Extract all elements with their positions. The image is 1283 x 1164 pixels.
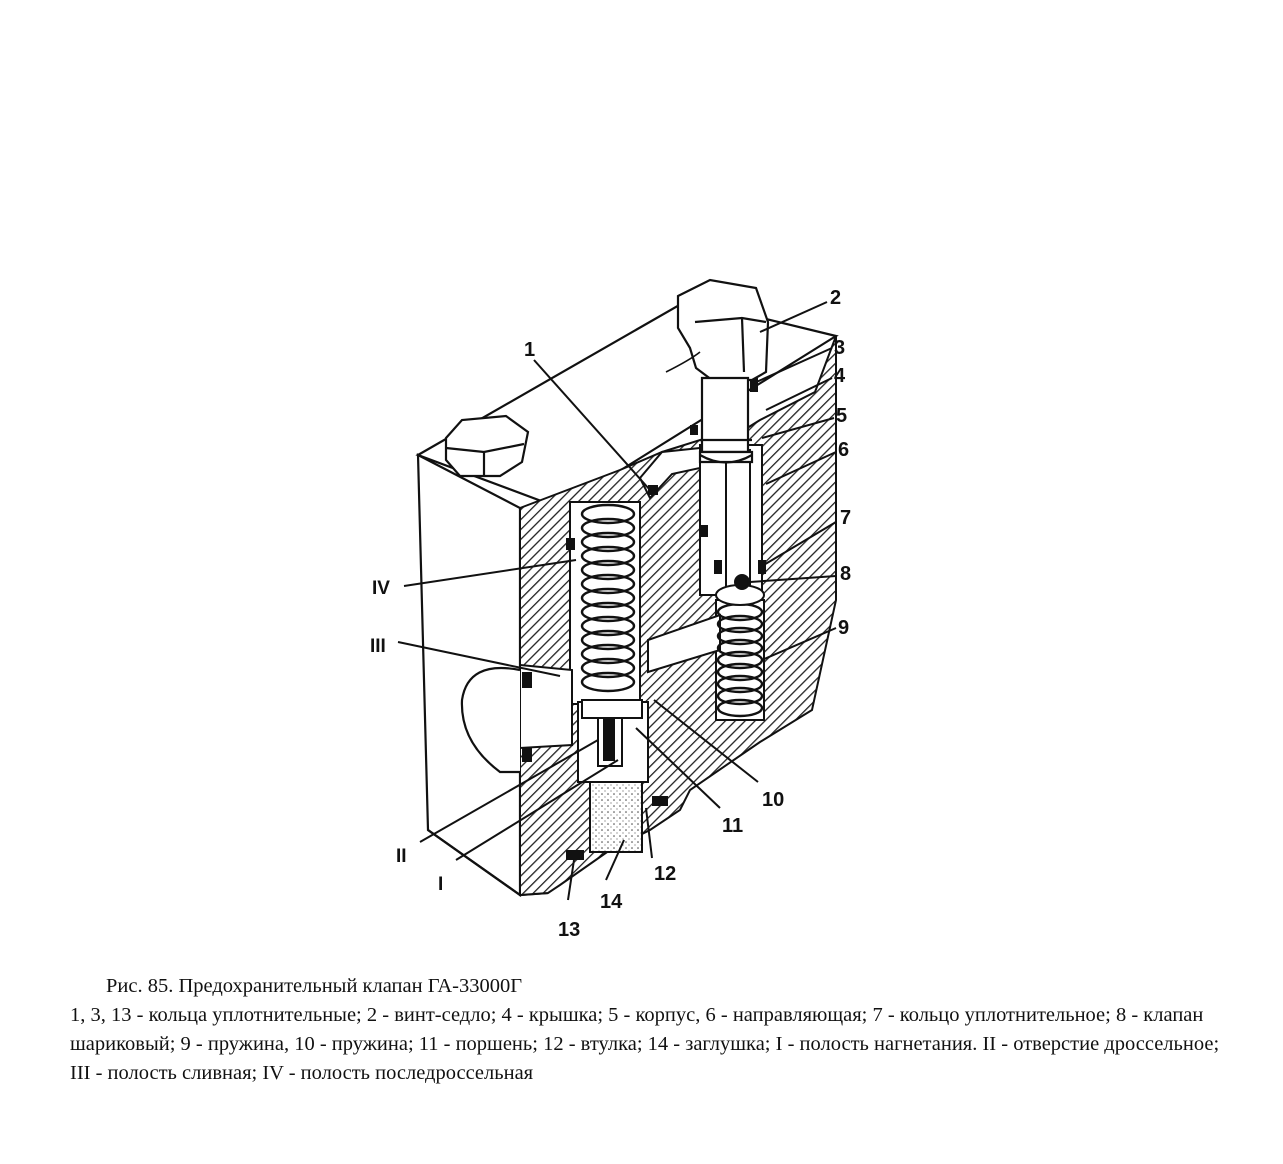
bolt-hex-head (676, 278, 770, 382)
leader-1 (533, 359, 651, 491)
label-4: 4 (834, 365, 846, 387)
label-3: 3 (834, 337, 845, 359)
leader-6 (765, 451, 837, 485)
plug-cavity (589, 781, 643, 853)
leader-9 (761, 627, 837, 661)
leader-10 (653, 699, 759, 783)
sealing-rings (522, 378, 766, 860)
leader-I (455, 759, 619, 861)
label-13: 13 (558, 919, 580, 941)
label-1: 1 (524, 339, 535, 361)
leader-4 (765, 377, 833, 411)
label-10: 10 (762, 789, 784, 811)
caption-legend: 1, 3, 13 - кольца уплотнительные; 2 - ви… (70, 1004, 1220, 1084)
leader-2 (759, 301, 828, 333)
label-8: 8 (840, 563, 851, 585)
leader-III (397, 641, 561, 677)
label-III: III (370, 636, 386, 657)
leader-5 (761, 417, 835, 439)
side-port (460, 666, 521, 774)
label-II: II (396, 846, 407, 867)
label-6: 6 (838, 439, 849, 461)
leader-14 (605, 839, 625, 881)
label-5: 5 (836, 405, 847, 427)
screw-seat-bolt (676, 278, 770, 464)
label-11: 11 (722, 815, 743, 837)
leader-IV (403, 559, 577, 587)
piston (581, 699, 643, 767)
figure-caption: Рис. 85. Предохранительный клапан ГА-330… (70, 972, 1220, 1088)
leader-13 (567, 859, 575, 901)
leader-12 (645, 807, 653, 859)
leader-3 (751, 347, 833, 385)
label-12: 12 (654, 863, 676, 885)
bolt-pointer (665, 351, 701, 373)
left-spring (580, 503, 636, 693)
ball-valve-stem (715, 449, 765, 606)
leader-11 (635, 727, 721, 809)
label-14: 14 (600, 891, 623, 913)
leader-8 (749, 575, 837, 583)
top-left-bolt (444, 414, 530, 478)
leader-II (419, 739, 599, 843)
label-7: 7 (840, 507, 851, 529)
leader-7 (761, 521, 837, 567)
label-9: 9 (838, 617, 849, 639)
leader-lines (397, 301, 837, 901)
label-2: 2 (830, 287, 841, 309)
label-IV: IV (372, 578, 390, 599)
caption-title: Рис. 85. Предохранительный клапан ГА-330… (106, 975, 523, 997)
label-I: I (438, 874, 443, 895)
